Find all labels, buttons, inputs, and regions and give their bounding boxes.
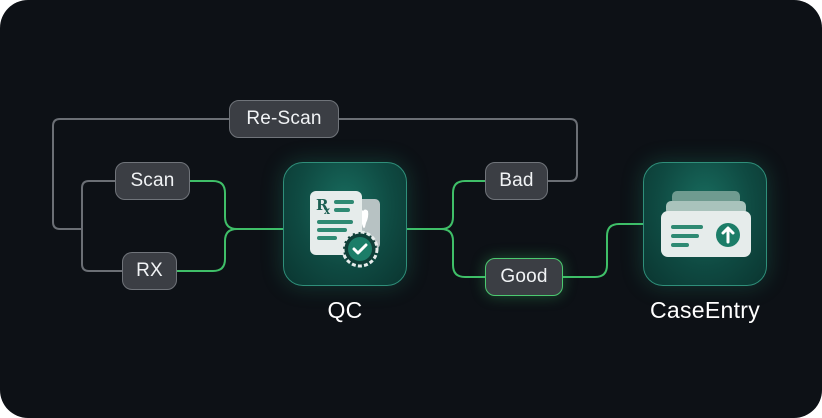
rescan-node: Re-Scan — [229, 100, 339, 138]
rx-to-qc-connector — [177, 228, 238, 272]
rescan-loop-connector — [52, 118, 578, 230]
scan-to-qc-connector — [190, 180, 283, 230]
qc-node-tile: R x — [283, 162, 407, 286]
prescription-document-check-icon: R x — [310, 191, 380, 268]
rx-node: RX — [122, 252, 177, 290]
caseentry-label: CaseEntry — [649, 297, 761, 323]
input-bracket-connector — [81, 180, 122, 272]
qc-to-bad-connector — [407, 180, 485, 230]
card-stack-upload-icon — [661, 191, 751, 257]
svg-text:R: R — [316, 196, 329, 214]
good-node: Good — [485, 258, 563, 296]
qc-label: QC — [327, 297, 363, 323]
scan-node: Scan — [115, 162, 190, 200]
good-to-caseentry-connector — [563, 223, 643, 278]
qc-to-good-connector — [440, 228, 485, 278]
caseentry-node-tile — [643, 162, 767, 286]
bad-node: Bad — [485, 162, 548, 200]
svg-text:x: x — [324, 206, 331, 217]
